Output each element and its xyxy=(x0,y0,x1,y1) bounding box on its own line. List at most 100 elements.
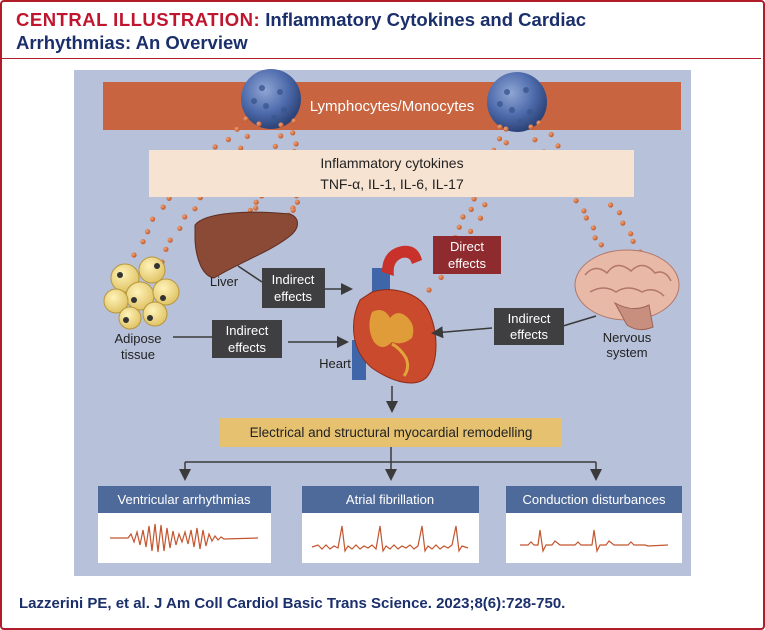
title-label: CENTRAL ILLUSTRATION: xyxy=(16,9,261,30)
adipose-effects-line-1: Indirect xyxy=(226,323,269,338)
liver-label: Liver xyxy=(210,274,239,289)
cytokine-particle xyxy=(177,225,183,231)
adipose-label-line-1: Adipose xyxy=(115,331,162,346)
cytokine-particle xyxy=(225,136,231,143)
outcome-label-ventricular: Ventricular arrhythmias xyxy=(118,492,251,507)
cytokine-particle xyxy=(253,199,259,205)
outcome-card-atrial: Atrial fibrillation xyxy=(302,486,479,563)
cytokine-particle xyxy=(590,225,597,231)
liver-effects-line-1: Indirect xyxy=(272,272,315,287)
cytokine-particle xyxy=(290,130,296,136)
outcome-branch-connectors xyxy=(185,447,596,463)
cytokine-particle xyxy=(278,133,284,139)
cytokine-particle xyxy=(163,246,169,252)
cytokine-particle xyxy=(426,287,432,293)
cytokine-particle xyxy=(290,207,296,213)
cytokine-particle xyxy=(256,121,262,127)
monocyte-cell-icon xyxy=(487,72,547,132)
cytokine-particle xyxy=(278,122,284,128)
cytokine-particle xyxy=(212,144,218,150)
direct-effects-line-2: effects xyxy=(448,256,487,271)
ecg-trace-atrial xyxy=(311,525,469,553)
cytokine-particle xyxy=(628,231,634,237)
cytokine-particle xyxy=(482,202,488,208)
cytokine-particle xyxy=(150,216,156,222)
direct-effects-box xyxy=(433,236,501,274)
cytokine-particle xyxy=(496,136,503,142)
cytokine-particle xyxy=(581,208,587,214)
direct-effects-line-1: Direct xyxy=(450,239,484,254)
lymphocytes-label: Lymphocytes/Monocytes xyxy=(310,98,475,115)
cytokine-particle xyxy=(468,228,474,234)
cytokine-particle xyxy=(583,215,589,221)
nervous-label-line-1: Nervous xyxy=(603,330,652,345)
nervous-effects-line-2: effects xyxy=(510,327,549,342)
lymphocyte-cell-icon xyxy=(241,69,301,129)
cytokine-particle xyxy=(503,126,509,132)
cytokine-particle xyxy=(182,214,188,220)
title-line-1: Inflammatory Cytokines and Cardiac xyxy=(265,9,587,30)
cytokine-particle xyxy=(253,205,259,211)
lymphocytes-banner xyxy=(103,82,681,130)
outcome-card-ventricular: Ventricular arrhythmias xyxy=(98,486,271,563)
cytokine-particle xyxy=(471,196,477,202)
title-line-2: Arrhythmias: An Overview xyxy=(16,32,248,53)
adipose-tissue-icon xyxy=(103,256,180,330)
liver-effects-line-2: effects xyxy=(274,289,313,304)
cytokine-title: Inflammatory cytokines xyxy=(320,155,463,171)
cytokine-particle xyxy=(291,118,297,124)
cytokine-particle xyxy=(272,143,278,149)
cytokine-particle xyxy=(497,124,503,130)
liver-icon xyxy=(194,211,298,279)
remodelling-label: Electrical and structural myocardial rem… xyxy=(250,425,533,440)
brain-icon xyxy=(574,249,680,331)
cytokine-particle xyxy=(573,198,579,204)
page-title: CENTRAL ILLUSTRATION: Inflammatory Cytok… xyxy=(16,8,746,54)
adipose-indirect-effects-box xyxy=(212,320,282,358)
cytokine-particle xyxy=(145,229,151,235)
cytokine-particle xyxy=(160,204,166,210)
cytokine-particle xyxy=(243,116,249,122)
title-divider xyxy=(0,58,761,59)
nervous-to-heart-arrow xyxy=(431,326,493,339)
cytokine-particle xyxy=(140,239,146,245)
nervous-indirect-effects-box xyxy=(494,308,564,345)
nervous-label-line-2: system xyxy=(606,345,647,360)
outcome-label-conduction: Conduction disturbances xyxy=(522,492,666,507)
liver-indirect-effects-box xyxy=(262,268,325,308)
cytokine-particle xyxy=(608,202,614,208)
adipose-effects-line-2: effects xyxy=(228,340,267,355)
cytokine-particle xyxy=(293,141,299,147)
cytokine-particle xyxy=(244,133,250,139)
cytokine-particle xyxy=(167,237,173,243)
cytokine-particle xyxy=(616,210,623,216)
cytokine-particle xyxy=(532,137,538,143)
nervous-connector xyxy=(562,315,597,327)
cytokine-particle xyxy=(503,140,509,146)
adipose-label-line-2: tissue xyxy=(121,347,155,362)
citation: Lazzerini PE, et al. J Am Coll Cardiol B… xyxy=(19,595,566,612)
remodelling-box xyxy=(220,418,562,447)
cytokine-particle xyxy=(456,224,462,230)
cytokine-particle xyxy=(438,274,444,280)
outcome-label-atrial: Atrial fibrillation xyxy=(346,492,434,507)
cytokine-box xyxy=(149,150,634,197)
liver-connector xyxy=(237,265,263,283)
cytokine-particle xyxy=(598,242,604,248)
cytokine-list: TNF-α, IL-1, IL-6, IL-17 xyxy=(320,176,464,192)
cytokine-particle xyxy=(620,220,626,226)
cytokine-particle xyxy=(548,131,554,138)
cytokine-particle xyxy=(528,124,534,130)
cytokine-particle xyxy=(294,199,300,205)
ecg-trace-conduction xyxy=(520,529,669,553)
heart-icon xyxy=(352,245,437,384)
cytokine-particle xyxy=(131,252,137,258)
cytokine-particle xyxy=(460,214,466,220)
outcome-card-conduction: Conduction disturbances xyxy=(506,486,682,563)
cytokine-particle xyxy=(630,238,636,244)
cytokine-particle xyxy=(238,145,244,151)
cytokine-particle xyxy=(592,235,598,241)
cytokine-particle xyxy=(192,206,198,212)
